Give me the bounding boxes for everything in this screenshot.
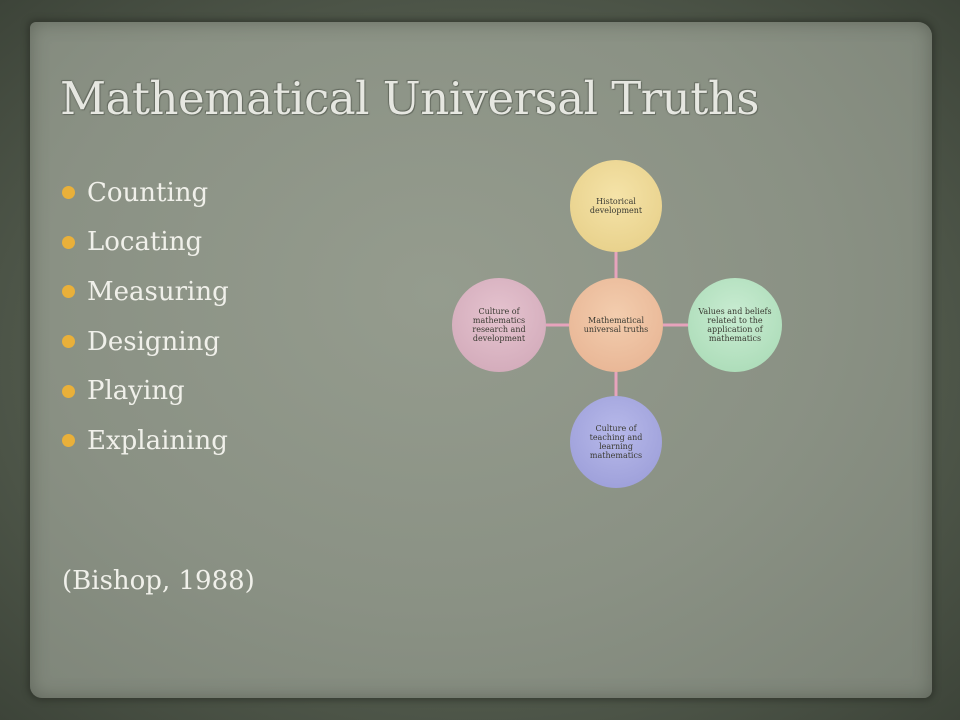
- node-label: Historical development: [589, 197, 643, 215]
- list-item: Locating: [62, 218, 229, 268]
- node-culture-of-teaching: Culture of teaching and learning mathema…: [570, 396, 662, 488]
- list-item: Explaining: [62, 416, 229, 466]
- bullet-dot-icon: [62, 285, 75, 299]
- slide-title: Mathematical Universal Truths: [60, 72, 759, 125]
- bullet-list: Counting Locating Measuring Designing Pl…: [62, 168, 229, 466]
- bullet-text: Measuring: [87, 276, 229, 307]
- bullet-dot-icon: [62, 335, 75, 349]
- bullet-dot-icon: [62, 384, 75, 398]
- citation: (Bishop, 1988): [62, 566, 255, 596]
- node-label: Culture of teaching and learning mathema…: [589, 424, 643, 460]
- list-item: Designing: [62, 317, 229, 367]
- bullet-dot-icon: [62, 235, 75, 249]
- node-mathematical-universal-truths: Mathematical universal truths: [569, 278, 663, 372]
- list-item: Playing: [62, 366, 229, 416]
- node-historical-development: Historical development: [570, 160, 662, 252]
- bullet-text: Locating: [87, 227, 203, 258]
- node-values-and-beliefs: Values and beliefs related to the applic…: [688, 278, 782, 372]
- node-label: Mathematical universal truths: [583, 316, 649, 334]
- list-item: Measuring: [62, 267, 229, 317]
- list-item: Counting: [62, 168, 229, 218]
- bullet-text: Explaining: [87, 425, 228, 456]
- node-culture-of-research: Culture of mathematics research and deve…: [452, 278, 546, 372]
- radial-diagram: Historical development Culture of mathem…: [450, 160, 790, 490]
- bullet-dot-icon: [62, 434, 75, 448]
- diagram-connectors: [546, 252, 688, 396]
- bullet-dot-icon: [62, 186, 75, 200]
- bullet-text: Designing: [87, 326, 220, 357]
- node-label: Values and beliefs related to the applic…: [698, 307, 772, 343]
- node-label: Culture of mathematics research and deve…: [472, 307, 526, 343]
- bullet-text: Counting: [87, 177, 209, 208]
- bullet-text: Playing: [87, 376, 185, 407]
